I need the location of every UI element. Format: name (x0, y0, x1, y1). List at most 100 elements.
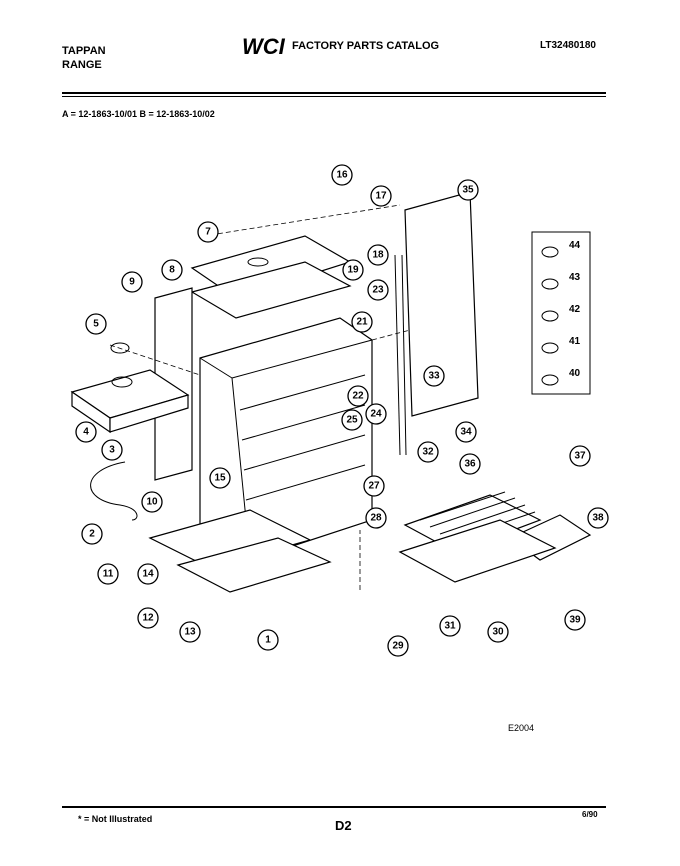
callout-label: 10 (146, 497, 158, 508)
legend-item-40: 40 (541, 368, 581, 386)
callout-3: 3 (101, 439, 123, 461)
callout-label: 28 (370, 513, 382, 524)
figure-code: E2004 (508, 723, 535, 733)
callout-label: 3 (109, 445, 115, 456)
wci-logo: WCI (242, 34, 286, 59)
bottom-pan (148, 509, 332, 593)
callout-1: 1 (257, 629, 279, 651)
callout-35: 35 (457, 179, 479, 201)
callout-33: 33 (423, 365, 445, 387)
callout-label: 24 (370, 409, 382, 420)
callout-label: 7 (205, 227, 211, 238)
legend-label: 41 (569, 336, 581, 347)
model-numbers: A = 12-1863-10/01 B = 12-1863-10/02 (62, 109, 215, 119)
callout-label: 25 (346, 415, 358, 426)
callout-label: 29 (392, 641, 404, 652)
brand-line-1: TAPPAN (62, 45, 106, 57)
callout-label: 39 (569, 615, 581, 626)
callout-label: 12 (142, 613, 154, 624)
broiler-pan (398, 514, 592, 583)
callout-31: 31 (439, 615, 461, 637)
callout-16: 16 (331, 164, 353, 186)
callout-label: 9 (129, 277, 135, 288)
callout-numbers: 1234578910111213141516171819212223242527… (75, 164, 609, 657)
callout-label: 4 (83, 427, 89, 438)
callout-label: 34 (460, 427, 472, 438)
legend-item-41: 41 (541, 336, 581, 354)
callout-label: 35 (462, 185, 474, 196)
back-panel (394, 191, 479, 456)
callout-label: 2 (89, 529, 95, 540)
callout-18: 18 (367, 244, 389, 266)
legend-box (531, 231, 591, 395)
callout-label: 18 (372, 250, 384, 261)
left-side-panel (154, 287, 193, 481)
top-panel (190, 235, 352, 319)
callout-label: 22 (352, 391, 364, 402)
legend-item-44: 44 (541, 240, 581, 258)
callout-12: 12 (137, 607, 159, 629)
callout-10: 10 (141, 491, 163, 513)
callout-4: 4 (75, 421, 97, 443)
brand-line-2: RANGE (62, 59, 102, 71)
header-rule (62, 92, 606, 94)
callout-36: 36 (459, 453, 481, 475)
callout-14: 14 (137, 563, 159, 585)
legend-part-icon (541, 246, 559, 258)
callout-label: 16 (336, 170, 348, 181)
legend-label: 43 (569, 272, 581, 283)
callout-24: 24 (365, 403, 387, 425)
callout-23: 23 (367, 279, 389, 301)
callout-2: 2 (81, 523, 103, 545)
header-rule-thin (62, 96, 606, 97)
callout-17: 17 (370, 185, 392, 207)
callout-label: 13 (184, 627, 196, 638)
callout-label: 27 (368, 481, 380, 492)
legend-item-42: 42 (541, 304, 581, 322)
callout-label: 5 (93, 319, 99, 330)
callout-30: 30 (487, 621, 509, 643)
callout-9: 9 (121, 271, 143, 293)
legend-part-icon (541, 374, 559, 386)
logo-text: WCI (242, 34, 286, 59)
callout-label: 19 (347, 265, 359, 276)
callout-25: 25 (341, 409, 363, 431)
legend-part-icon (541, 310, 559, 322)
callout-15: 15 (209, 467, 231, 489)
page-number: D2 (335, 818, 352, 833)
callout-5: 5 (85, 313, 107, 335)
callout-27: 27 (363, 475, 385, 497)
document-number: LT32480180 (540, 40, 596, 51)
callout-label: 37 (574, 451, 586, 462)
power-cord (90, 461, 138, 521)
legend-label: 42 (569, 304, 581, 315)
callout-label: 14 (142, 569, 154, 580)
callout-28: 28 (365, 507, 387, 529)
callout-29: 29 (387, 635, 409, 657)
footnote: * = Not Illustrated (78, 814, 153, 824)
catalog-title: FACTORY PARTS CATALOG (292, 40, 440, 52)
callout-label: 36 (464, 459, 476, 470)
legend-label: 44 (569, 240, 581, 251)
issue-date: 6/90 (582, 810, 598, 819)
legend-label: 40 (569, 368, 581, 379)
callout-label: 1 (265, 635, 271, 646)
callout-label: 31 (444, 621, 456, 632)
callout-37: 37 (569, 445, 591, 467)
callout-label: 33 (428, 371, 440, 382)
callout-32: 32 (417, 441, 439, 463)
legend-item-43: 43 (541, 272, 581, 290)
legend-part-icon (541, 278, 559, 290)
callout-label: 17 (375, 191, 387, 202)
footer-rule (62, 806, 606, 808)
callout-34: 34 (455, 421, 477, 443)
burner-assembly (70, 342, 190, 434)
callout-label: 21 (356, 317, 368, 328)
callout-label: 32 (422, 447, 434, 458)
callout-label: 30 (492, 627, 504, 638)
callout-19: 19 (342, 259, 364, 281)
legend-part-icon (541, 342, 559, 354)
callout-8: 8 (161, 259, 183, 281)
callout-21: 21 (351, 311, 373, 333)
